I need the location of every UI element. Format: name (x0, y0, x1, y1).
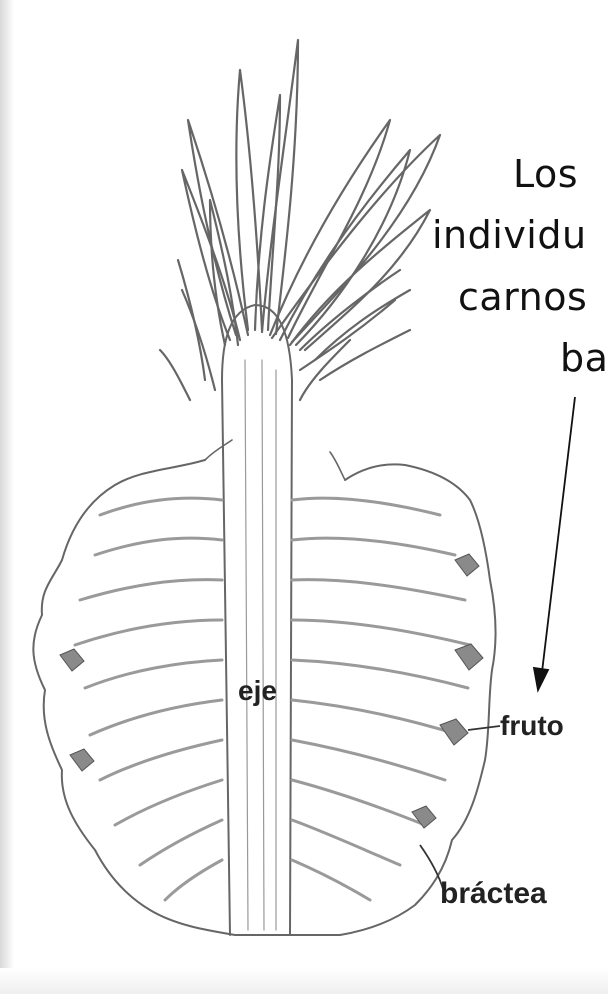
caption-line-3: carnos (458, 275, 587, 319)
fruit-leader (468, 726, 500, 730)
label-fruto: fruto (500, 710, 564, 742)
caption-line-2: individu (432, 213, 587, 257)
label-eje: eje (238, 675, 277, 707)
crown-leaves (160, 40, 440, 400)
fruitlet-lines-left (75, 498, 222, 900)
caption-line-4: ba (560, 336, 608, 380)
caption-line-1: Los (513, 152, 578, 196)
label-bractea: bráctea (440, 877, 547, 911)
axis-core (222, 305, 292, 935)
fruitlet-lines-right (292, 498, 470, 900)
pointer-arrow (534, 397, 575, 690)
